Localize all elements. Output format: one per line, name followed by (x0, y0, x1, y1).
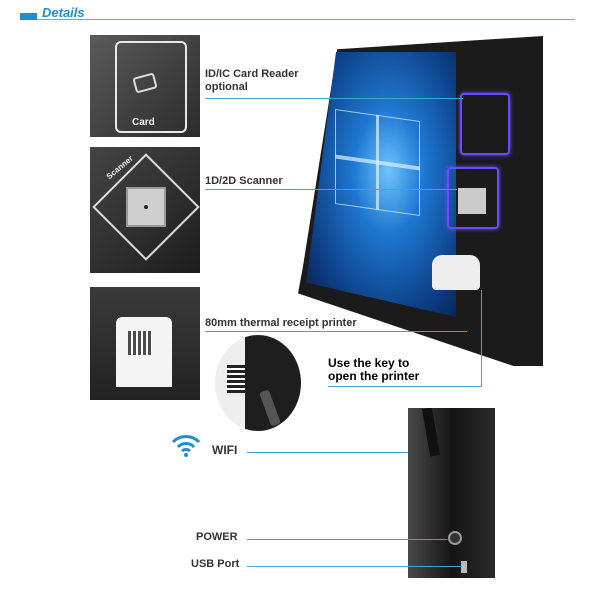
printer-label: 80mm thermal receipt printer (205, 317, 357, 329)
windows-logo (335, 109, 420, 216)
antenna (421, 408, 441, 457)
usb-port (461, 561, 467, 573)
printer-photo (90, 287, 200, 400)
printer-pointer-line (205, 331, 467, 332)
key-pointer-vertical (481, 290, 482, 387)
wifi-icon (171, 435, 201, 457)
printer-key-photo (215, 335, 301, 431)
qr-code (128, 331, 152, 355)
page-title: Details (42, 5, 85, 20)
power-label: POWER (196, 531, 238, 543)
usb-pointer-line (247, 566, 462, 567)
usb-port-label: USB Port (191, 558, 240, 570)
scanner-photo: Scanner (90, 147, 200, 273)
card-reader-photo: Card (90, 35, 200, 137)
header-divider (37, 19, 575, 20)
wifi-label: WIFI (212, 443, 238, 457)
scanner-window (126, 187, 166, 227)
kiosk-printer-slot (432, 255, 480, 290)
card-reader-panel (460, 93, 510, 155)
key-icon (259, 389, 281, 427)
card-reader-pointer-line (205, 98, 463, 99)
scanner-window-kiosk (458, 188, 486, 214)
scanner-label: 1D/2D Scanner (205, 175, 283, 187)
power-button (448, 531, 462, 545)
wifi-pointer-line (247, 452, 442, 453)
key-pointer-line (328, 386, 482, 387)
header-accent-block (20, 13, 37, 20)
side-ports-photo (408, 408, 495, 578)
scanner-pointer-line (205, 189, 457, 190)
power-pointer-line (247, 539, 447, 540)
scanner-panel (447, 167, 499, 229)
